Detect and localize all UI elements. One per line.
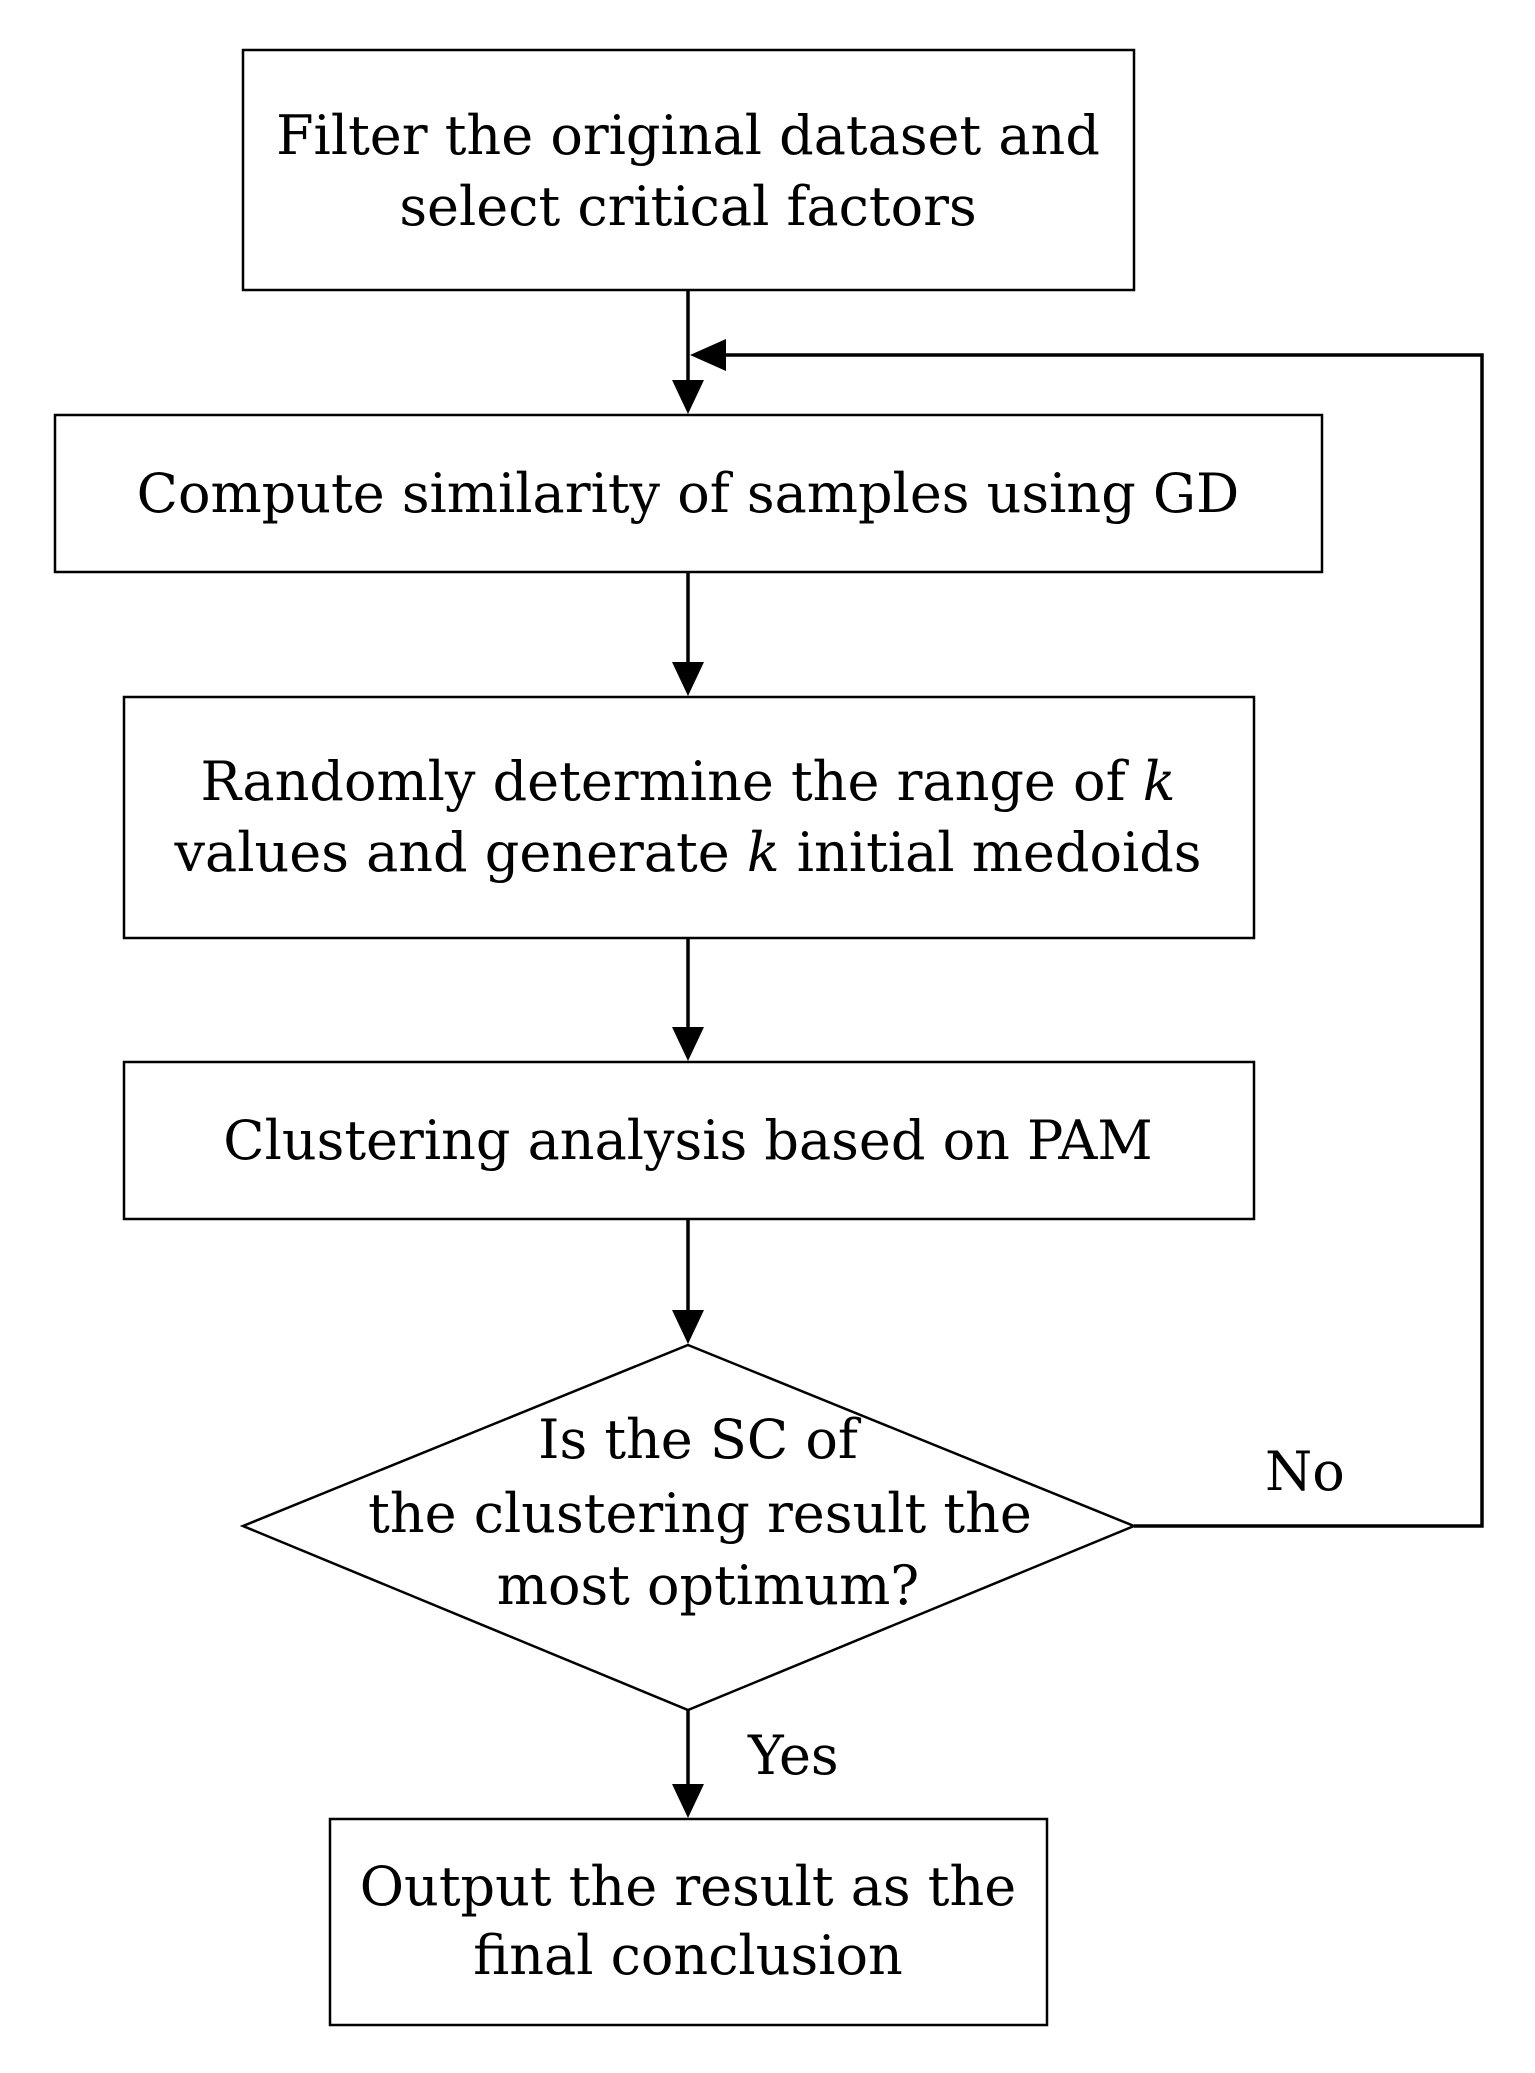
node-decision-line1: Is the SC of (538, 1408, 862, 1471)
node-medoids-line2-pre: values and generate (174, 821, 747, 884)
arrowhead-medoids (672, 662, 704, 696)
node-output-line2: final conclusion (473, 1924, 903, 1987)
node-filter (241, 48, 1136, 292)
arrowhead-similarity (672, 380, 704, 414)
arrowhead-output (672, 1784, 704, 1818)
node-medoids-line1-text: Randomly determine the range of (201, 750, 1143, 813)
node-medoids-line1-var: k (1143, 750, 1176, 813)
node-similarity-line1: Compute similarity of samples using GD (137, 462, 1240, 525)
node-decision-line3: most optimum? (497, 1554, 919, 1617)
node-medoids-line2: values and generate k initial medoids (174, 821, 1202, 884)
node-medoids (122, 695, 1256, 940)
node-filter-line1: Filter the original dataset and (276, 104, 1100, 167)
node-output-line1: Output the result as the (360, 1855, 1016, 1918)
node-similarity (53, 413, 1324, 574)
node-filter-line2: select critical factors (399, 175, 976, 238)
edge-yes-label: Yes (747, 1724, 839, 1787)
node-clustering (122, 1060, 1256, 1221)
node-medoids-line2-var: k (747, 821, 780, 884)
arrowhead-decision (672, 1310, 704, 1344)
node-medoids-line1: Randomly determine the range of k (201, 750, 1176, 813)
edge-no-label: No (1265, 1440, 1345, 1503)
arrowhead-loop (690, 339, 726, 371)
node-medoids-line2-post: initial medoids (780, 821, 1202, 884)
edge-decision-loop (722, 353, 1484, 1528)
node-output (328, 1817, 1049, 2027)
arrowhead-clustering (672, 1027, 704, 1061)
node-clustering-line1: Clustering analysis based on PAM (223, 1109, 1152, 1172)
node-decision-line2: the clustering result the (368, 1482, 1032, 1545)
